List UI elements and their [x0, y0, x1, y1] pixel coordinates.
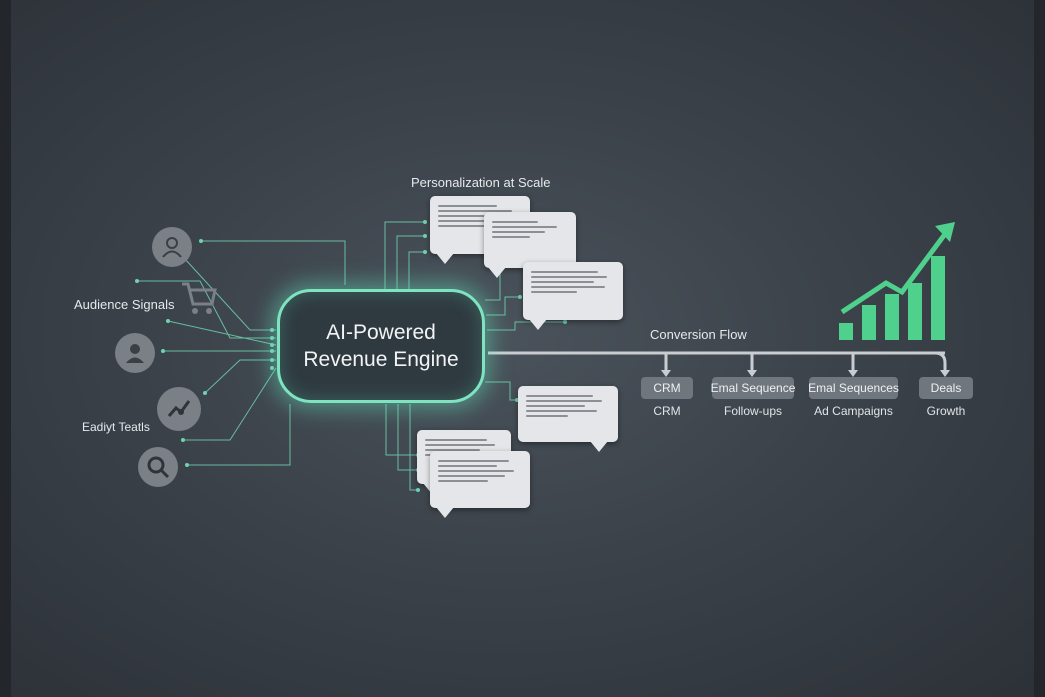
engine-line-1: AI-Powered — [326, 321, 436, 344]
growth-bar — [885, 294, 899, 340]
growth-bar — [862, 305, 876, 340]
growth-bar — [931, 256, 945, 340]
right-frame-edge — [1034, 0, 1045, 697]
intent-signals-label: Eadiyt Teatls — [82, 420, 150, 434]
stage-caption-ad-campaigns: Ad Campaigns — [814, 404, 893, 418]
engine-line-2: Revenue Engine — [303, 348, 459, 371]
search-icon — [138, 447, 178, 487]
stage-pill-crm: CRM — [641, 377, 693, 399]
stage-pill-deals: Deals — [919, 377, 973, 399]
conversion-flow-label: Conversion Flow — [650, 327, 747, 342]
diagram-title: Personalization at Scale — [411, 175, 551, 190]
revenue-engine-node: AI-Powered Revenue Engine — [277, 289, 485, 403]
profile-icon — [115, 333, 155, 373]
message-bubble — [484, 212, 576, 278]
user-icon — [152, 227, 192, 267]
analytics-icon — [157, 387, 201, 431]
stage-caption-growth: Growth — [926, 404, 966, 418]
message-bubble — [430, 451, 530, 518]
stage-caption-crm: CRM — [653, 404, 681, 418]
left-frame-edge — [0, 0, 11, 697]
audience-signals-label: Audience Signals — [74, 297, 175, 312]
message-bubble — [518, 386, 618, 452]
cart-icon — [180, 280, 218, 323]
stage-pill-email-sequence: Emal Sequence — [711, 377, 795, 399]
growth-bar — [908, 283, 922, 340]
growth-bar-chart — [839, 256, 945, 340]
message-bubble — [523, 262, 623, 330]
stage-caption-follow-ups: Follow-ups — [723, 404, 783, 418]
stage-pill-email-sequences: Emal Sequences — [808, 377, 899, 399]
growth-bar — [839, 323, 853, 340]
growth-arrow — [840, 222, 955, 315]
